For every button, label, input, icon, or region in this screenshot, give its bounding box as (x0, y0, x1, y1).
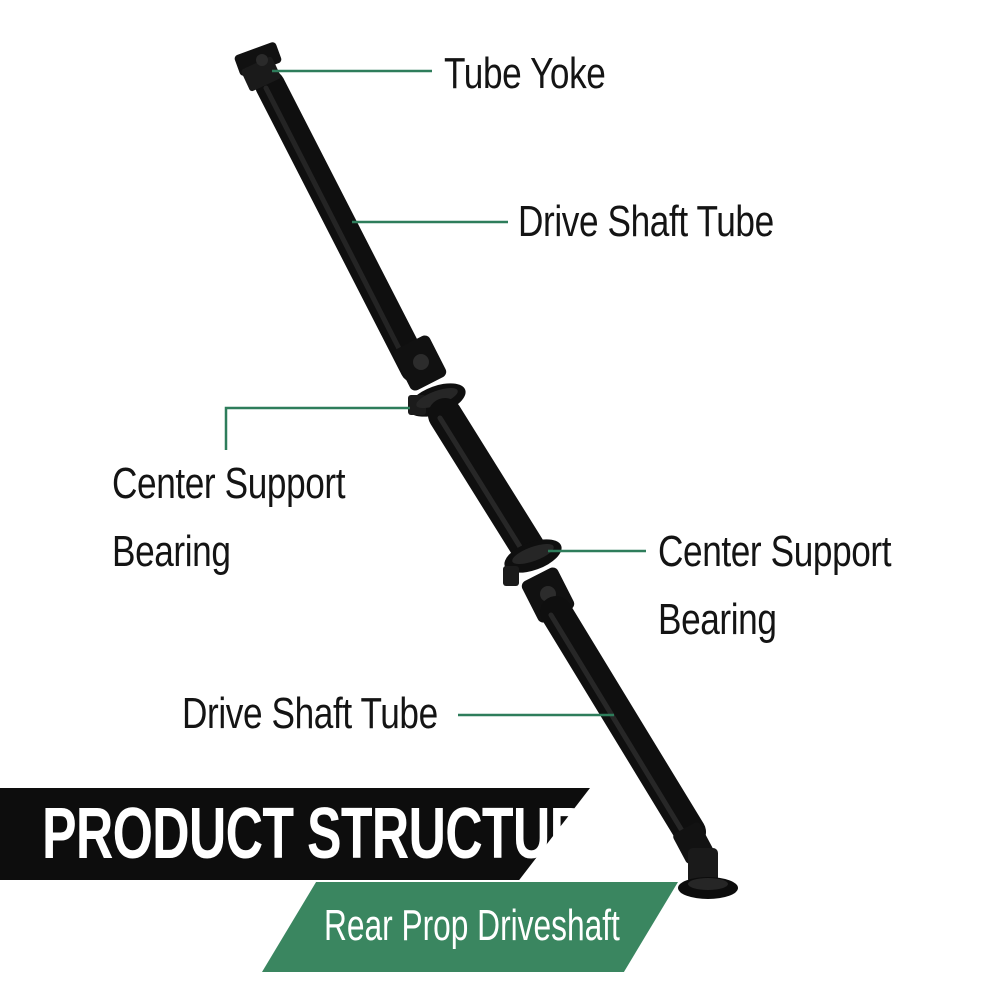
label-center-support-bearing-right: Center Support Bearing (658, 518, 892, 654)
lower-drive-shaft-tube (540, 596, 706, 848)
middle-drive-shaft-tube (428, 398, 545, 565)
end-flange-part (673, 822, 738, 899)
upper-drive-shaft-tube (255, 70, 430, 383)
label-line: Bearing (658, 595, 777, 644)
leader-center-support-bearing-left (224, 406, 410, 450)
subtitle-banner-background (262, 882, 678, 972)
tube-yoke-part (234, 42, 282, 92)
label-line: Bearing (112, 527, 231, 576)
lower-center-support-bearing (503, 539, 562, 586)
label-center-support-bearing-left: Center Support Bearing (112, 450, 346, 586)
label-line: Center Support (112, 459, 346, 508)
label-line: Center Support (658, 527, 892, 576)
label-drive-shaft-tube-lower: Drive Shaft Tube (182, 689, 438, 738)
title-banner-background (0, 788, 590, 880)
upper-universal-joint (393, 335, 447, 391)
banner-subtitle: Rear Prop Driveshaft (324, 901, 620, 950)
leader-lines (224, 69, 646, 717)
banner-title: PRODUCT STRUCTURE (42, 794, 621, 874)
label-drive-shaft-tube-upper: Drive Shaft Tube (518, 197, 774, 246)
label-tube-yoke: Tube Yoke (444, 49, 606, 98)
